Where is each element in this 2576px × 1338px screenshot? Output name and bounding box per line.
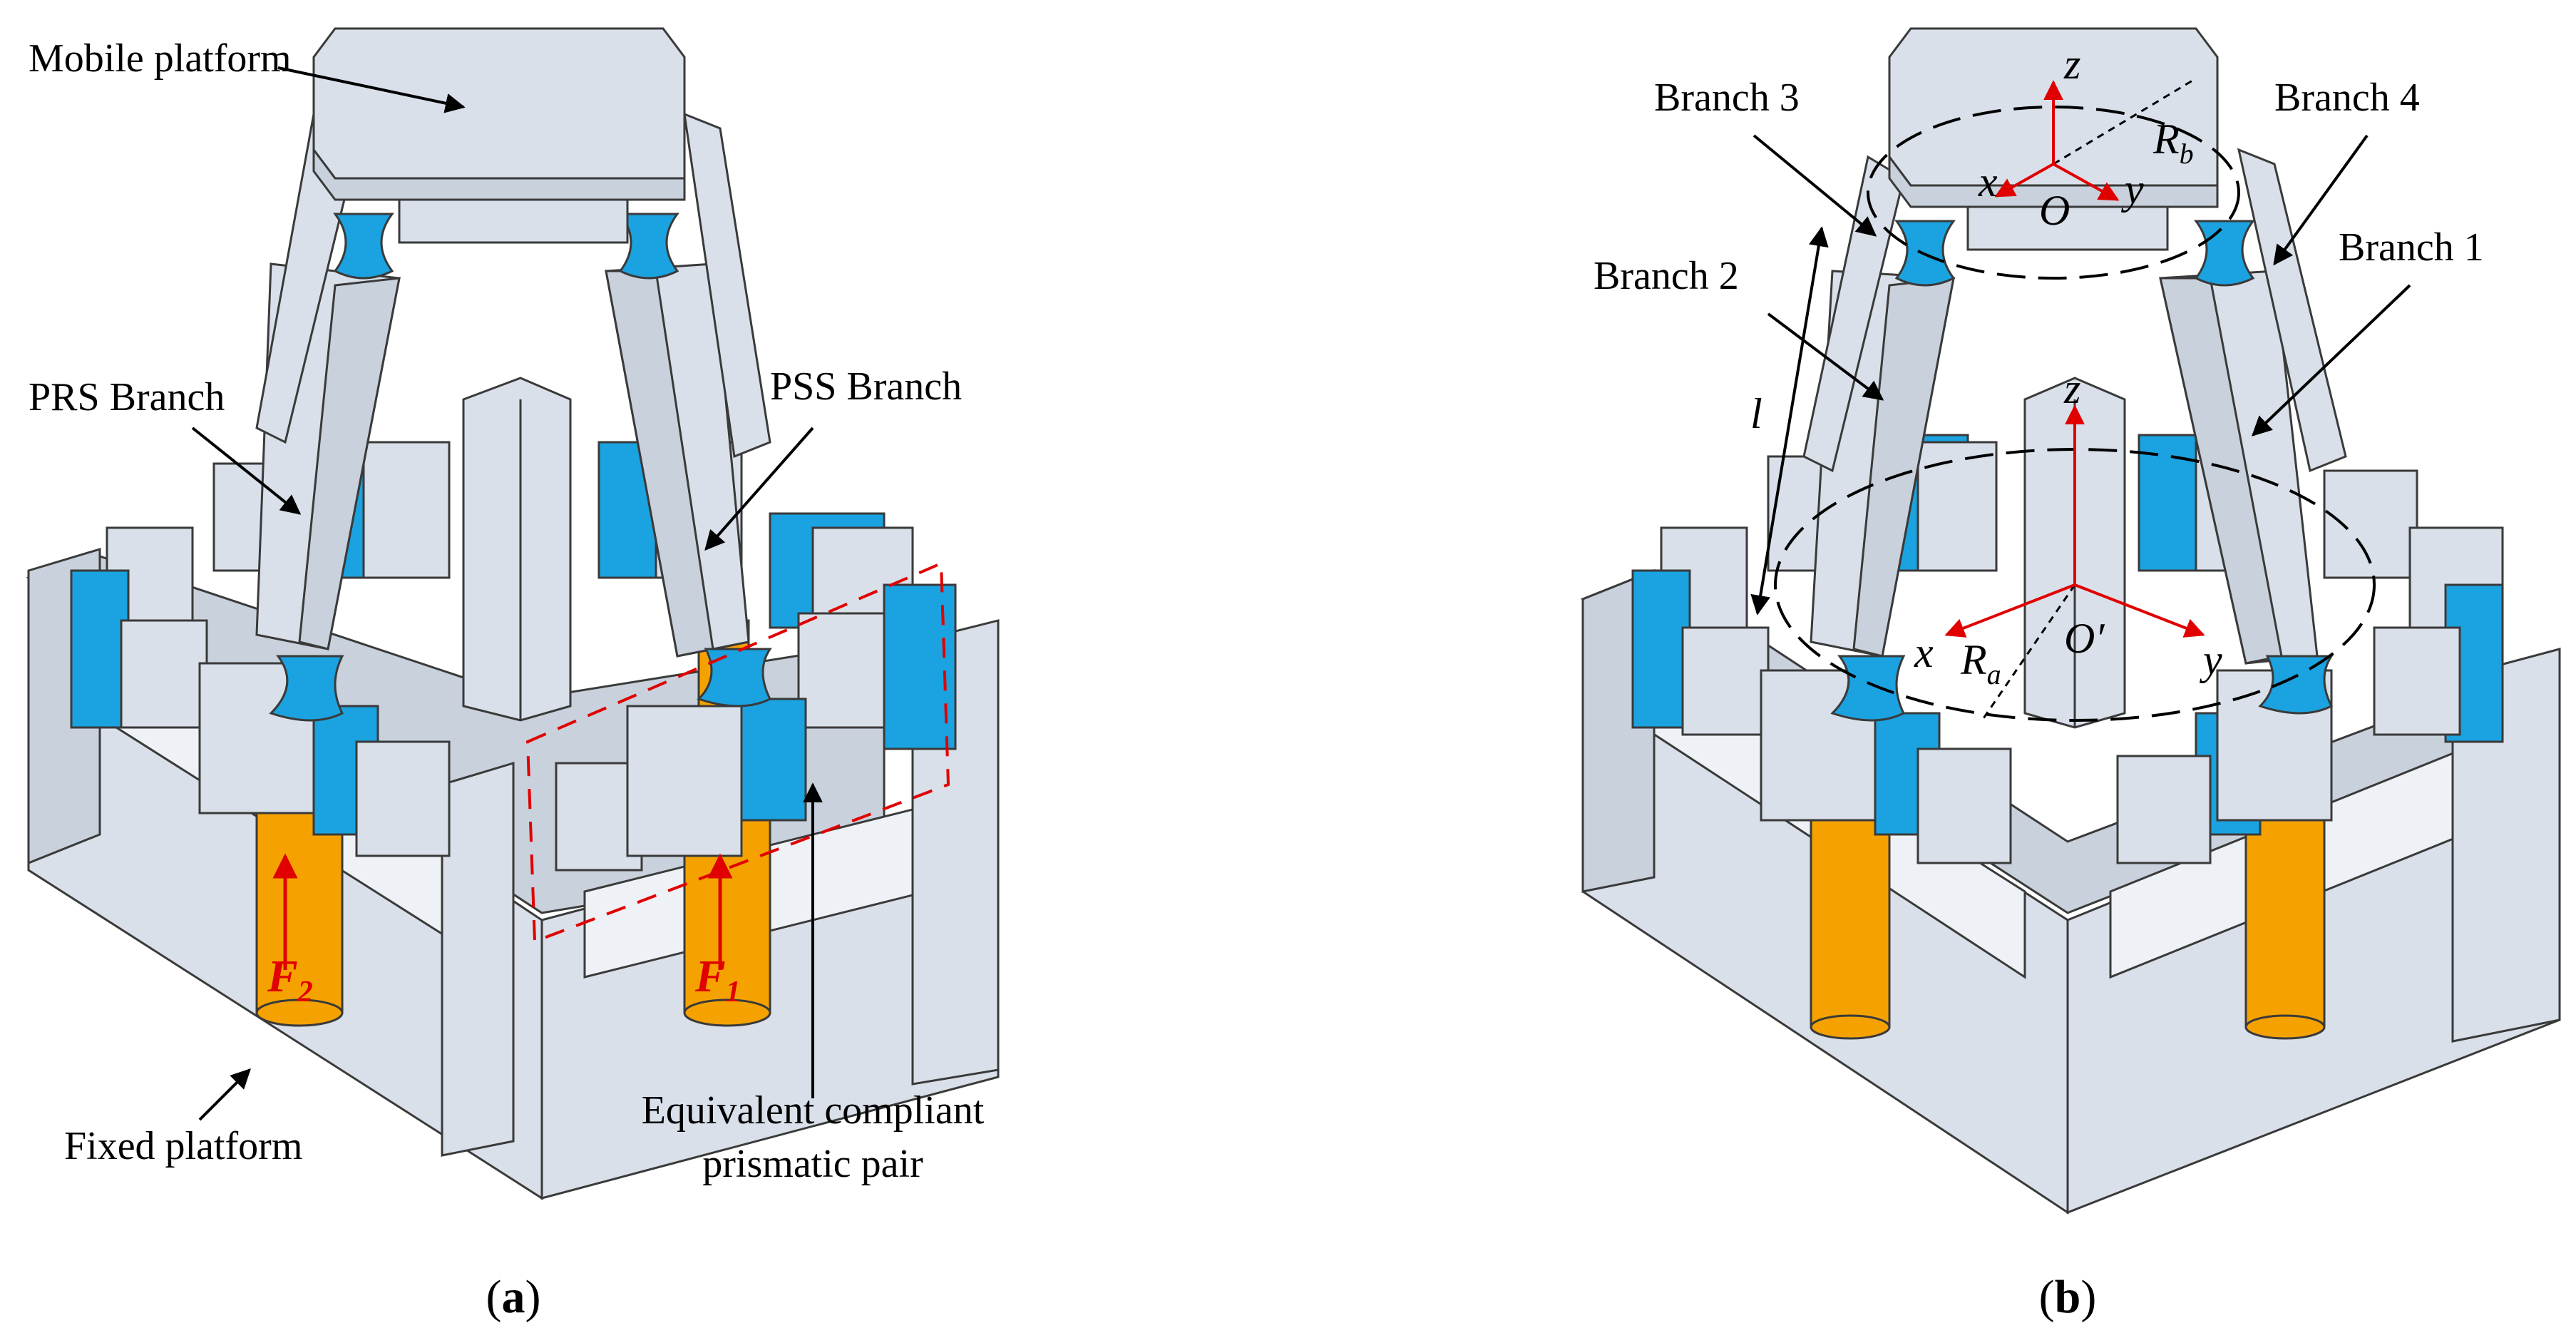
mobile-platform-leader	[277, 66, 466, 113]
actuator-f2	[255, 776, 344, 1027]
mobile-platform-label: Mobile platform	[29, 36, 292, 81]
equivalent-pair-label-line2: prismatic pair	[702, 1142, 923, 1186]
branch2-label: Branch 2	[1594, 254, 1739, 298]
top-radius-label: Rb	[2152, 116, 2194, 170]
caption-a: (a)	[486, 1271, 541, 1323]
branch2-leader	[1767, 312, 1884, 401]
pss-branch-label: PSS Branch	[770, 364, 962, 409]
branch1-leader	[2251, 284, 2411, 436]
branch3-label: Branch 3	[1654, 76, 1800, 120]
panel-a: F2 F1 Mobile platform PRS Branch PSS Bra…	[26, 27, 1000, 1323]
mobile-platform-a	[312, 27, 686, 244]
base-x-label: x	[1914, 629, 1934, 676]
base-origin-label: O′	[2064, 615, 2105, 662]
base-z-label: z	[2063, 365, 2080, 412]
branch-legs-b	[1802, 148, 2347, 722]
top-radius-circle	[1867, 106, 2240, 280]
top-x-axis	[1994, 163, 2054, 198]
base-radius-label: Ra	[1960, 636, 2001, 690]
branch4-label: Branch 4	[2274, 76, 2420, 120]
length-label: l	[1750, 390, 1762, 437]
branch1-label: Branch 1	[2339, 225, 2484, 270]
top-y-axis	[2053, 163, 2120, 201]
panel-b: z x y O Rb z x y O′ Ra l Branch 3 Branch…	[1580, 27, 2561, 1323]
branch4-leader	[2273, 134, 2369, 266]
base-radius-line	[1981, 584, 2076, 721]
base-x-axis	[1944, 583, 2075, 638]
prs-branch-leader	[191, 427, 302, 515]
prs-branch-legs	[255, 112, 401, 722]
top-z-label: z	[2063, 41, 2080, 88]
actuators-b	[1810, 819, 2326, 1040]
fixed-platform-leader	[198, 1068, 251, 1121]
base-y-label: y	[2199, 636, 2222, 683]
central-pillar-a	[462, 377, 572, 722]
top-origin-label: O	[2039, 187, 2070, 234]
top-x-label: x	[1978, 158, 1998, 205]
prs-branch-label: PRS Branch	[29, 375, 225, 419]
top-y-label: y	[2120, 165, 2144, 213]
equivalent-pair-box	[525, 561, 950, 944]
base-y-axis	[2074, 583, 2205, 638]
force-f2-label: F2	[267, 951, 313, 1008]
fixed-platform-label: Fixed platform	[64, 1124, 302, 1168]
length-dimension	[1750, 226, 1829, 616]
pss-branch-legs	[605, 112, 772, 708]
top-radius-line	[2053, 77, 2197, 165]
branch3-leader	[1753, 134, 1877, 237]
force-f1-label: F1	[694, 951, 741, 1008]
caption-b: (b)	[2039, 1271, 2097, 1323]
equivalent-pair-label-line1: Equivalent compliant	[642, 1088, 985, 1133]
pss-branch-leader	[704, 427, 814, 551]
